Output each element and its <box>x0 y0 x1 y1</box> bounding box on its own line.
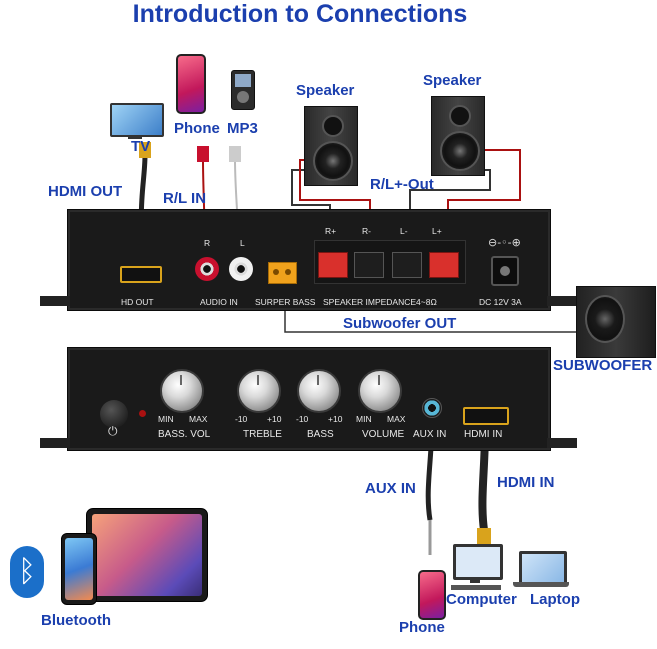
rear-panel-flange-left <box>40 296 70 306</box>
aux-in-panel-label: AUX IN <box>413 429 447 440</box>
dc-power-icon: ⊖-◦-⊕ <box>488 236 521 249</box>
speaker-right-label: Speaker <box>423 72 482 89</box>
subwoofer-label: SUBWOOFER <box>553 357 653 374</box>
tv-stand <box>128 135 142 139</box>
front-panel-flange-right <box>547 438 577 448</box>
bass-vol-label: BASS. VOL <box>158 429 211 440</box>
treble-min: -10 <box>235 414 248 424</box>
mp3-label: MP3 <box>227 120 258 137</box>
computer-monitor-icon <box>453 544 503 580</box>
laptop-base <box>513 582 569 587</box>
subwoofer-out-label: Subwoofer OUT <box>343 315 457 332</box>
treble-max: +10 <box>267 414 282 424</box>
bass-knob[interactable] <box>297 369 341 413</box>
treble-knob[interactable] <box>237 369 281 413</box>
front-panel-flange-left <box>40 438 70 448</box>
bass-min: -10 <box>296 414 309 424</box>
computer-keyboard <box>451 585 501 590</box>
tablet-icon <box>86 508 208 602</box>
aux-in-jack[interactable] <box>422 398 442 418</box>
power-icon: ⏻ <box>108 424 118 438</box>
speaker-right-icon <box>431 96 485 176</box>
aux-in-label: AUX IN <box>365 480 416 497</box>
bass-max: +10 <box>328 414 343 424</box>
mp3-player-icon <box>231 70 255 110</box>
power-button[interactable] <box>100 400 128 428</box>
speaker-terminal-l-plus[interactable] <box>429 252 459 278</box>
rca-white-jack[interactable] <box>229 257 253 281</box>
tv-label: TV <box>131 138 151 155</box>
bluetooth-label: Bluetooth <box>41 612 111 629</box>
laptop-icon <box>519 551 567 585</box>
speaker-left-label: Speaker <box>296 82 355 99</box>
phone-bottom-label: Phone <box>399 619 445 636</box>
speaker-impedance-label: SPEAKER IMPEDANCE4~8Ω <box>323 297 437 307</box>
rear-panel <box>67 209 551 311</box>
bass-vol-max: MAX <box>189 414 208 424</box>
bass-vol-min: MIN <box>158 414 174 424</box>
speaker-left-icon <box>304 106 358 186</box>
bass-vol-knob[interactable] <box>160 369 204 413</box>
computer-stand <box>470 577 480 583</box>
hdmi-in-panel-label: HDMI IN <box>464 429 503 440</box>
volume-min: MIN <box>356 414 372 424</box>
hd-out-port[interactable] <box>120 266 162 283</box>
audio-in-label: AUDIO IN <box>200 297 238 307</box>
bluetooth-icon: ᛒ <box>10 546 44 598</box>
term-l-minus-label: L- <box>400 226 408 236</box>
rca-red-jack[interactable] <box>195 257 219 281</box>
laptop-label: Laptop <box>530 591 580 608</box>
surper-bass-terminal[interactable] <box>268 262 297 284</box>
audio-l-label: L <box>240 238 245 248</box>
phone-bottom-icon <box>418 570 446 620</box>
phone-top-label: Phone <box>174 120 220 137</box>
surper-bass-label: SURPER BASS <box>255 297 316 307</box>
hd-out-label: HD OUT <box>121 297 154 307</box>
dc-label: DC 12V 3A <box>479 297 522 307</box>
term-l-plus-label: L+ <box>432 226 442 236</box>
computer-label: Computer <box>446 591 517 608</box>
volume-label: VOLUME <box>362 429 405 440</box>
hdmi-out-label: HDMI OUT <box>48 183 123 200</box>
term-r-minus-label: R- <box>362 226 371 236</box>
speaker-terminal-r-plus[interactable] <box>318 252 348 278</box>
diagram-title: Introduction to Connections <box>132 0 468 28</box>
power-led <box>139 410 146 417</box>
phone-icon <box>176 54 206 114</box>
hdmi-in-port[interactable] <box>463 407 509 425</box>
volume-max: MAX <box>387 414 406 424</box>
smartphone-icon <box>61 533 97 605</box>
bass-label: BASS <box>307 429 334 440</box>
audio-r-label: R <box>204 238 211 248</box>
dc-power-jack[interactable] <box>491 256 519 286</box>
treble-label: TREBLE <box>243 429 282 440</box>
term-r-plus-label: R+ <box>325 226 337 236</box>
tv-icon <box>110 103 164 137</box>
speaker-terminal-r-minus[interactable] <box>354 252 384 278</box>
rear-panel-flange-right <box>547 296 577 306</box>
hdmi-in-label: HDMI IN <box>497 474 555 491</box>
subwoofer-icon <box>576 286 656 358</box>
volume-knob[interactable] <box>358 369 402 413</box>
rl-in-label: R/L IN <box>163 190 207 207</box>
speaker-terminal-l-minus[interactable] <box>392 252 422 278</box>
rl-out-label: R/L+-Out <box>370 176 434 193</box>
